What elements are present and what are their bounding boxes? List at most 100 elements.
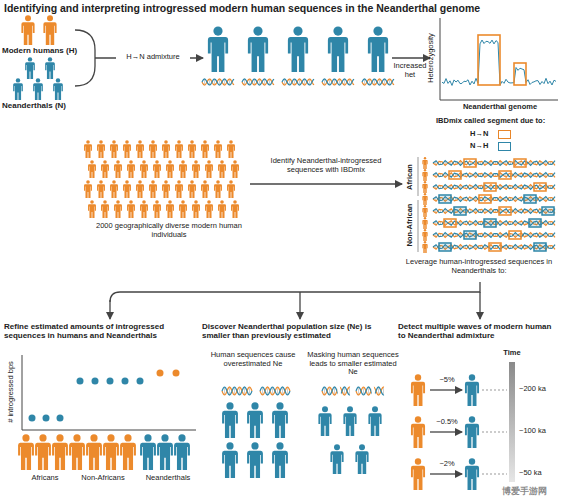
figure-head — [194, 160, 198, 164]
figure-body — [272, 411, 288, 438]
figure-head — [220, 200, 224, 204]
figure-head — [190, 180, 194, 184]
person-figure — [120, 434, 136, 470]
person-figure — [53, 78, 63, 100]
figure-body — [411, 466, 425, 490]
figure-head — [251, 442, 258, 449]
person-figure — [411, 416, 425, 448]
figure-body — [355, 451, 368, 474]
person-figure — [110, 140, 118, 158]
panel-heading: Detect multiple waves of modern human to… — [398, 322, 560, 340]
figure-head — [125, 140, 129, 144]
dna-rung — [214, 80, 215, 85]
person-figure — [166, 160, 174, 178]
figure-body — [149, 184, 157, 198]
dna-line — [433, 161, 555, 166]
dna-rung — [334, 80, 335, 85]
data-dot — [107, 378, 114, 385]
dna-rung — [277, 388, 278, 394]
dna-rung — [284, 80, 285, 85]
figure-head — [347, 406, 353, 412]
legend-text: H→N — [470, 130, 494, 139]
figure-head — [168, 160, 172, 164]
flow-arrow — [430, 431, 462, 432]
data-dot — [122, 378, 129, 385]
segment-box — [534, 183, 546, 191]
figure-body — [88, 204, 96, 218]
figure-body — [127, 164, 135, 178]
figure-head — [203, 140, 207, 144]
figure-head — [373, 26, 382, 35]
figure-body — [227, 184, 235, 198]
figure-head — [226, 442, 233, 449]
figure-body — [162, 184, 170, 198]
person-figure — [35, 434, 51, 470]
figure-head — [229, 180, 233, 184]
person-figure — [52, 434, 68, 470]
figure-head — [90, 434, 97, 441]
dna-rung — [229, 80, 230, 85]
dna-rung — [264, 80, 265, 85]
figure-head — [161, 434, 168, 441]
figure-body — [188, 184, 196, 198]
dna-rung — [287, 388, 288, 394]
figure-body — [157, 443, 173, 470]
figure-head — [48, 57, 52, 61]
figure-body — [422, 220, 427, 229]
figure-body — [140, 204, 148, 218]
segment-box — [499, 171, 511, 179]
figure-head — [99, 180, 103, 184]
person-figure — [343, 406, 356, 436]
figure-body — [330, 451, 343, 474]
person-figure — [272, 442, 288, 478]
figure-body — [52, 443, 68, 470]
figure-head — [226, 402, 233, 409]
person-figure — [422, 193, 427, 205]
dna-rung — [339, 80, 340, 85]
person-figure — [208, 26, 228, 72]
person-figure — [162, 180, 170, 198]
figure-body — [69, 443, 85, 470]
figure-head — [90, 160, 94, 164]
figure-body — [84, 184, 92, 198]
segment-box — [464, 159, 476, 167]
axis-label: Neanderthal genome — [442, 103, 558, 112]
person-figure — [86, 434, 102, 470]
figure-body — [110, 144, 118, 158]
figure-body — [136, 144, 144, 158]
figure-head — [253, 26, 262, 35]
chart-axis — [22, 355, 196, 430]
figure-head — [151, 140, 155, 144]
dna-rung — [259, 80, 260, 85]
figure-head — [424, 157, 426, 159]
segment-box — [499, 207, 511, 215]
figure-head — [164, 180, 168, 184]
figure-head — [164, 140, 168, 144]
person-figure — [201, 180, 209, 198]
segment-box — [478, 35, 500, 85]
figure-head — [112, 140, 116, 144]
dna-strand — [433, 233, 555, 238]
figure-body — [140, 164, 148, 178]
figure-body — [18, 443, 34, 470]
legend-item: H→N — [470, 130, 511, 139]
dna-rung — [309, 80, 310, 85]
figure-head — [251, 402, 258, 409]
person-figure — [355, 444, 368, 474]
dna-rung — [209, 80, 210, 85]
group-label: Modern humans (H) — [2, 46, 94, 55]
figure-head — [103, 160, 107, 164]
figure-body — [231, 164, 239, 178]
figure-body — [45, 62, 55, 79]
person-figure — [465, 374, 479, 406]
figure-head — [25, 15, 31, 21]
figure-body — [25, 62, 35, 79]
person-figure — [21, 15, 34, 45]
figure-body — [205, 164, 213, 178]
dna-rung — [249, 80, 250, 85]
person-figure — [149, 180, 157, 198]
flow-arrow — [430, 389, 462, 390]
group-label: Non-African — [406, 197, 415, 253]
segment-box — [439, 195, 451, 203]
figure-head — [39, 434, 46, 441]
